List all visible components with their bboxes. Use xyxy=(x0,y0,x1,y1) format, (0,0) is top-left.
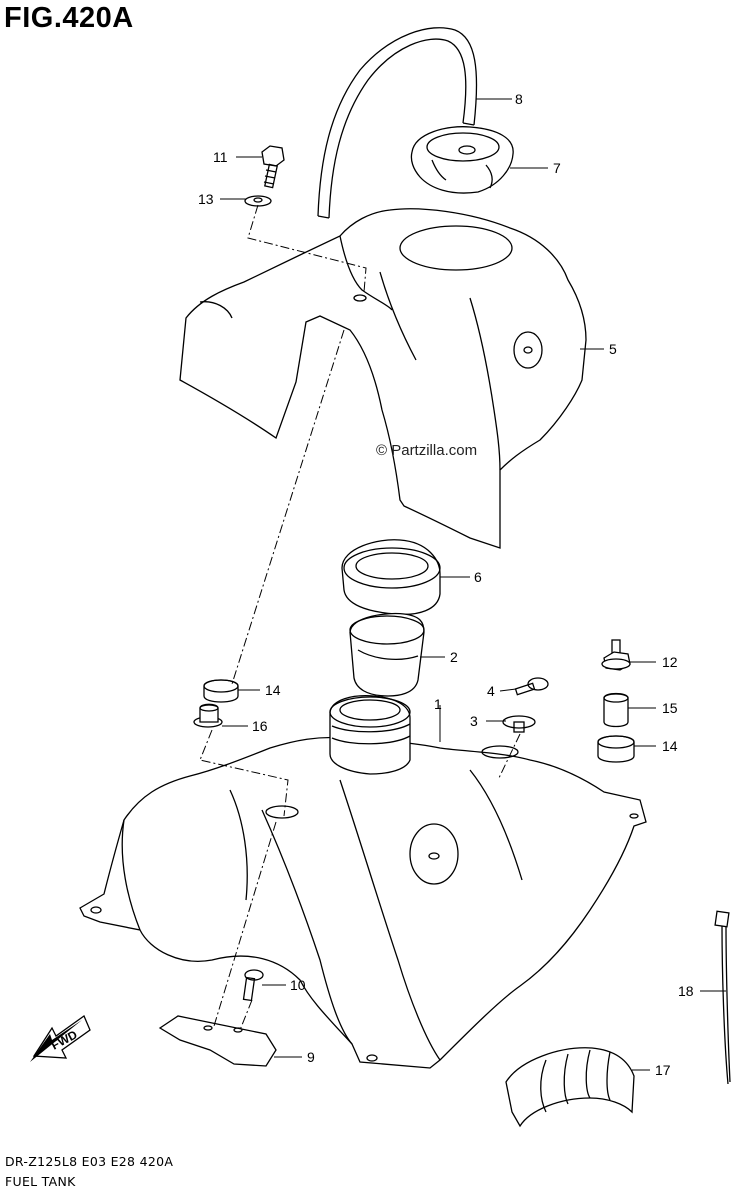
part-filler-sleeve[interactable] xyxy=(349,612,425,697)
part-bolt-11[interactable] xyxy=(261,145,285,189)
callout-16: 15 xyxy=(662,700,678,716)
part-fuel-cap[interactable] xyxy=(410,126,514,194)
callout-15: 16 xyxy=(252,718,268,734)
callout-8: 8 xyxy=(515,91,523,107)
callout-14-left: 14 xyxy=(265,682,281,698)
part-breather-hose[interactable] xyxy=(317,27,478,219)
part-bracket-9[interactable] xyxy=(158,1015,277,1067)
part-tank-cover[interactable] xyxy=(179,208,587,549)
part-fuel-tank[interactable] xyxy=(79,694,647,1069)
callout-11: 11 xyxy=(213,149,228,165)
callout-3: 3 xyxy=(470,713,478,729)
part-nut-3[interactable] xyxy=(502,715,536,733)
part-bolt-12[interactable] xyxy=(601,639,631,671)
part-filler-grommet[interactable] xyxy=(341,539,441,616)
part-screw-4[interactable] xyxy=(514,677,549,696)
part-grommet-14-left[interactable] xyxy=(203,679,239,703)
callout-12: 12 xyxy=(662,654,678,670)
part-cushion-17[interactable] xyxy=(505,1047,635,1128)
leader-lines xyxy=(220,98,726,1071)
callout-6: 6 xyxy=(474,569,482,585)
callout-13: 13 xyxy=(198,191,214,207)
footer-code: DR-Z125L8 E03 E28 420A xyxy=(5,1154,174,1169)
callout-17: 17 xyxy=(655,1062,671,1078)
callout-2: 2 xyxy=(450,649,458,665)
watermark: © Partzilla.com xyxy=(376,442,478,459)
part-washer-13[interactable] xyxy=(244,195,272,207)
callout-14-right: 14 xyxy=(662,738,678,754)
assembly-lines xyxy=(199,204,521,1031)
part-cable-tie-18[interactable] xyxy=(714,910,731,1085)
callout-5: 5 xyxy=(609,341,617,357)
fig-title: FIG.420A xyxy=(4,2,134,34)
callout-4: 4 xyxy=(487,683,495,699)
part-screw-10[interactable] xyxy=(242,969,264,1002)
callout-10: 10 xyxy=(290,977,306,993)
part-collar-16[interactable] xyxy=(603,692,629,728)
callout-1: 1 xyxy=(434,696,442,712)
part-grommet-14-right[interactable] xyxy=(597,735,635,763)
callout-9: 9 xyxy=(307,1049,315,1065)
footer-name: FUEL TANK xyxy=(5,1174,76,1189)
callout-7: 7 xyxy=(553,160,561,176)
callout-18: 18 xyxy=(678,983,694,999)
part-collar-15[interactable] xyxy=(193,703,223,728)
forward-arrow-icon: FWD xyxy=(30,1015,91,1062)
